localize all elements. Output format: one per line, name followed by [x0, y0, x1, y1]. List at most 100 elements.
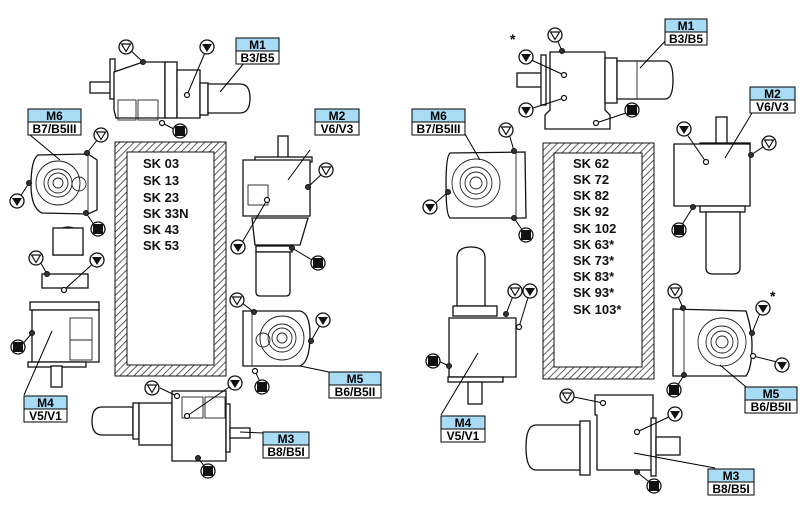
model-name: SK 93* [573, 285, 615, 300]
drain-icon [310, 255, 326, 271]
drain-icon [646, 478, 662, 494]
label-m1: M1 B3/B5 [235, 37, 280, 65]
gearmotor-m4 [27, 226, 100, 388]
oil-level-icon [667, 406, 683, 422]
vent-icon [318, 162, 334, 178]
vent-icon [118, 39, 134, 55]
position-code: M1 [678, 19, 695, 33]
oil-level-icon [518, 49, 534, 65]
vent-icon [144, 380, 160, 396]
label-m3: M3 B8/B5I [707, 468, 755, 496]
model-name: SK 13 [143, 173, 179, 188]
oil-level-icon [422, 199, 438, 215]
label-m1: M1 B3/B5 [664, 18, 708, 46]
model-name: SK 102 [573, 221, 616, 236]
model-name: SK 83* [573, 269, 615, 284]
label-m6: M6 B7/B5III [411, 108, 466, 136]
position-code: M5 [347, 372, 364, 386]
position-code: M3 [278, 432, 295, 446]
left-model-frame [114, 141, 227, 377]
label-m4: M4 V5/V1 [440, 415, 486, 443]
drain-icon [425, 353, 441, 369]
drain-icon [518, 227, 534, 243]
mount-type: B7/B5III [416, 122, 460, 136]
gearmotor-m2 [242, 135, 313, 297]
mount-type: B3/B5 [240, 51, 274, 65]
vent-icon [498, 122, 514, 138]
vent-icon [28, 250, 44, 266]
mount-type: B6/B5II [335, 385, 376, 399]
model-name: SK 43 [143, 222, 179, 237]
m2-symbols [230, 162, 334, 271]
model-name: SK 53 [143, 238, 179, 253]
label-m5: M5 B6/B5II [328, 371, 382, 399]
gearmotor-m1 [89, 58, 251, 121]
model-name: SK 103* [573, 302, 622, 317]
footnote-asterisk: * [770, 288, 776, 304]
label-m2: M2 V6/V3 [749, 86, 796, 114]
oil-level-icon [774, 357, 790, 373]
position-code: M6 [430, 109, 447, 123]
mount-type: B7/B5III [32, 122, 76, 136]
right-model-list: SK 62 SK 72 SK 82 SK 92 SK 102 SK 63* SK… [573, 156, 622, 317]
vent-icon [93, 127, 109, 143]
model-name: SK 33N [143, 206, 189, 221]
gearmotor-m1 [516, 37, 674, 130]
position-code: M6 [46, 109, 63, 123]
footnote-asterisk: * [510, 31, 516, 47]
oil-level-icon [315, 312, 331, 328]
position-code: M1 [249, 38, 266, 52]
oil-level-icon [227, 375, 243, 391]
m3-symbols [144, 375, 243, 479]
mount-type: B3/B5 [669, 32, 703, 46]
drain-icon [10, 339, 26, 355]
m1-symbols: * [510, 27, 640, 127]
gearmotor-m5 [242, 310, 311, 367]
oil-level-icon [9, 193, 25, 209]
m1-symbols [118, 39, 215, 139]
position-code: M5 [763, 387, 780, 401]
m4-symbols [425, 283, 538, 369]
mount-type: V5/V1 [29, 409, 62, 423]
mount-type: B8/B5I [712, 482, 749, 496]
model-name: SK 23 [143, 190, 179, 205]
m6-symbols [422, 122, 534, 243]
vent-icon [507, 283, 523, 299]
label-m2: M2 V6/V3 [314, 108, 360, 136]
m4-symbols [10, 250, 105, 396]
left-model-list: SK 03 SK 13 SK 23 SK 33N SK 43 SK 53 [143, 156, 189, 253]
model-name: SK 03 [143, 156, 179, 171]
left-group: SK 03 SK 13 SK 23 SK 33N SK 43 SK 53 [9, 37, 382, 479]
vent-icon [761, 135, 777, 151]
label-m4: M4 V5/V1 [23, 395, 68, 423]
right-model-frame [542, 142, 655, 380]
drain-icon [254, 379, 270, 395]
m2-symbols [671, 121, 777, 238]
mount-type: B6/B5II [751, 400, 792, 414]
label-m6: M6 B7/B5III [27, 108, 82, 136]
gearmotor-m3 [525, 394, 716, 477]
model-name: SK 92 [573, 204, 609, 219]
gearmotor-m6 [30, 153, 98, 215]
oil-level-icon [518, 102, 534, 118]
right-group: SK 62 SK 72 SK 82 SK 92 SK 102 SK 63* SK… [411, 18, 798, 496]
model-name: SK 73* [573, 253, 615, 268]
m6-symbols [9, 127, 109, 237]
gearmotor-m6 [445, 151, 527, 219]
m3-symbols [559, 388, 683, 494]
mount-type: V5/V1 [447, 429, 480, 443]
mount-type: V6/V3 [756, 100, 789, 114]
vent-icon [229, 292, 245, 308]
gearmotor-m3 [91, 390, 264, 462]
vent-icon [667, 283, 683, 299]
position-code: M2 [764, 87, 781, 101]
label-m3: M3 B8/B5I [262, 431, 310, 459]
mount-type: V6/V3 [321, 122, 354, 136]
oil-level-icon [199, 39, 215, 55]
oil-level-icon [89, 252, 105, 268]
oil-level-icon [522, 283, 538, 299]
position-code: M2 [329, 109, 346, 123]
model-name: SK 82 [573, 188, 609, 203]
label-m5: M5 B6/B5II [744, 386, 798, 414]
